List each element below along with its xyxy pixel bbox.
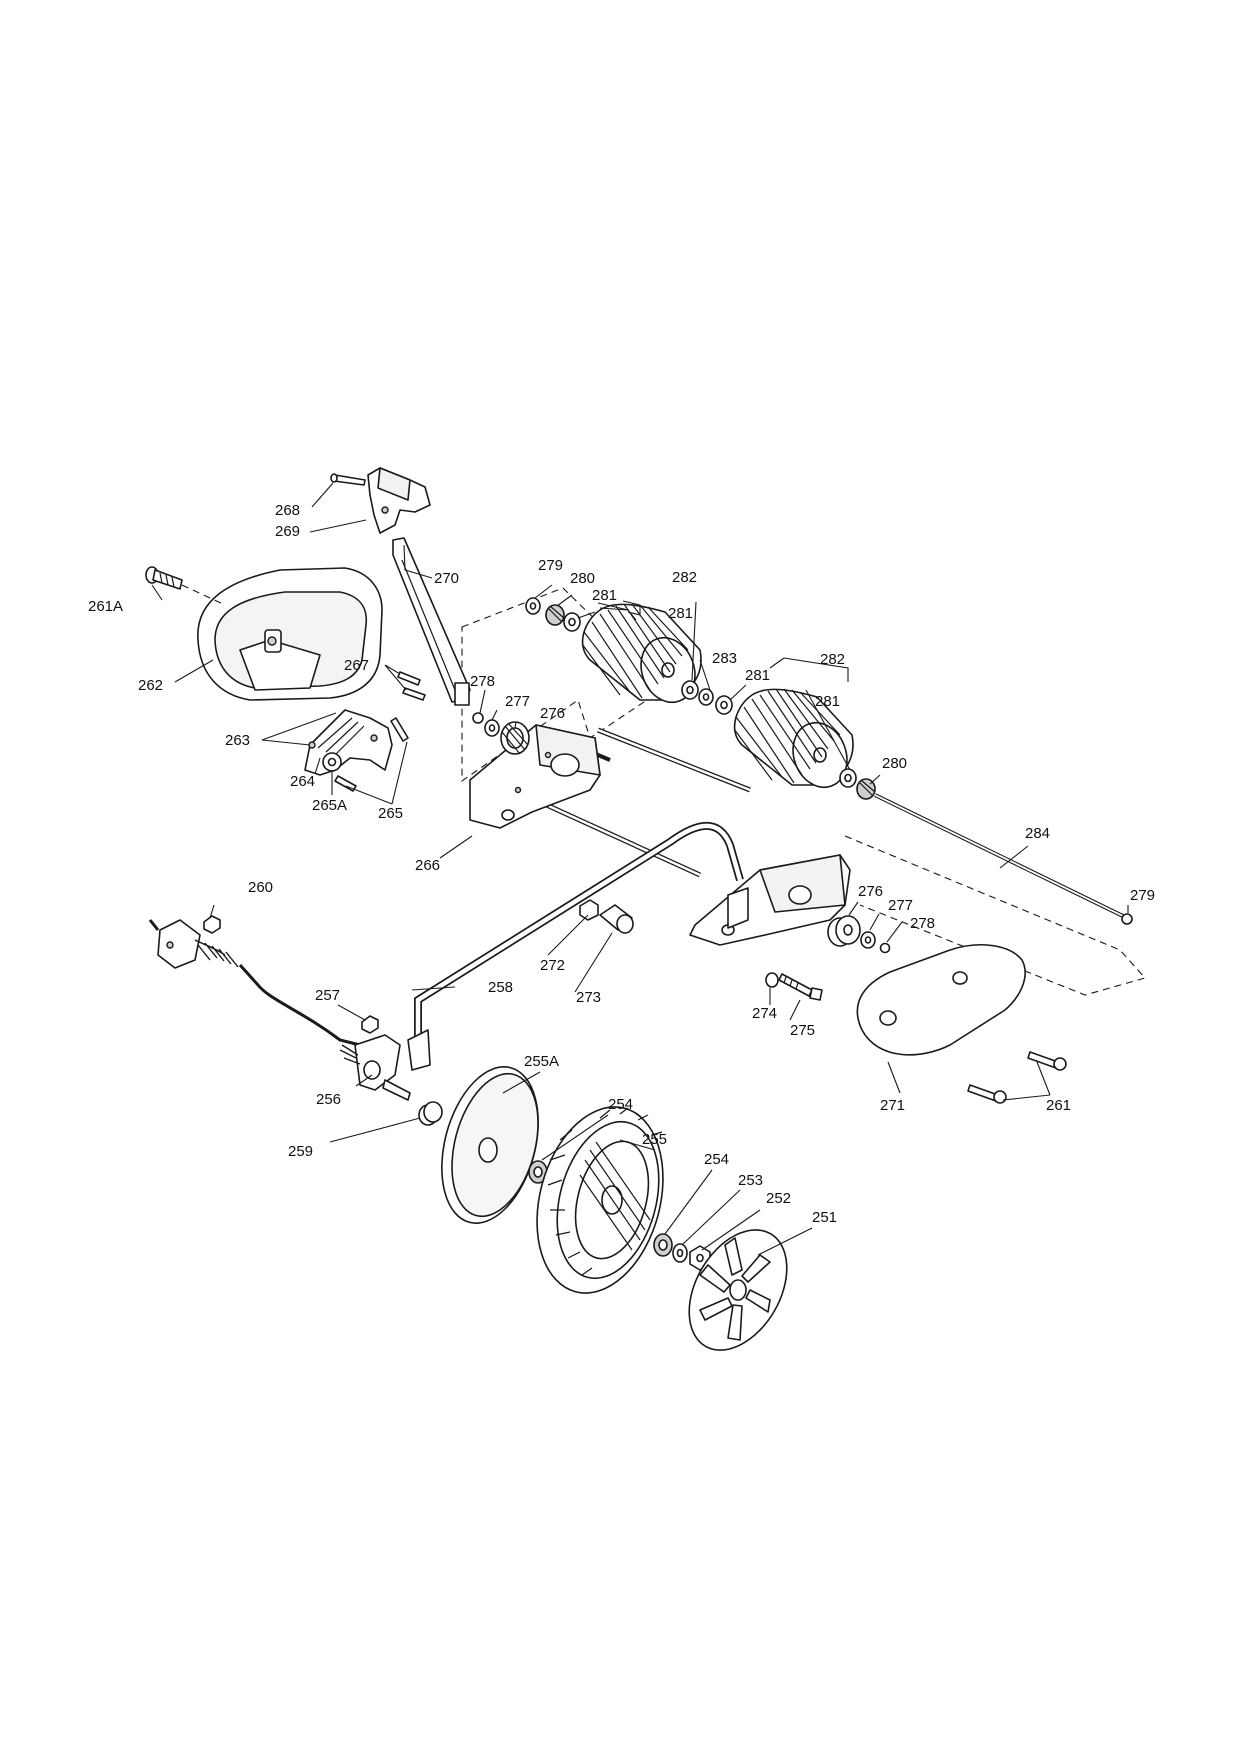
bushing-281-b <box>681 680 699 700</box>
callout-276-left: 276 <box>540 705 565 722</box>
callout-280-left: 280 <box>570 570 595 587</box>
washer-279-left <box>525 597 541 615</box>
gear-276-left <box>500 721 530 755</box>
bearing-254-inner <box>528 1160 548 1184</box>
screw-268 <box>330 473 366 486</box>
height-adjust-handle-258 <box>407 821 744 1071</box>
callout-260: 260 <box>248 879 273 896</box>
callout-258: 258 <box>488 979 513 996</box>
callout-279-right: 279 <box>1130 887 1155 904</box>
left-height-bracket-266 <box>469 724 601 829</box>
callout-281-b: 281 <box>668 605 693 622</box>
callout-256: 256 <box>316 1091 341 1108</box>
callout-283: 283 <box>712 650 737 667</box>
left-wheel-cover-262 <box>197 567 383 701</box>
callout-277-right: 277 <box>888 897 913 914</box>
screw-261A <box>145 566 183 590</box>
screws-267 <box>397 671 426 701</box>
leader-lines <box>151 482 1129 1256</box>
callout-267: 267 <box>344 657 369 674</box>
frame-rod-assembly <box>538 727 751 878</box>
screws-265 <box>334 717 409 792</box>
callout-265: 265 <box>378 805 403 822</box>
callout-254-outer: 254 <box>704 1151 729 1168</box>
assembly-outline-right <box>844 835 1146 996</box>
callout-265A: 265A <box>312 797 347 814</box>
callout-269: 269 <box>275 523 300 540</box>
callout-255A: 255A <box>524 1053 559 1070</box>
bushing-281-c <box>715 695 733 715</box>
callout-268: 268 <box>275 502 300 519</box>
callout-252: 252 <box>766 1190 791 1207</box>
callout-271: 271 <box>880 1097 905 1114</box>
right-wheel-cover-271 <box>856 944 1026 1056</box>
bushing-273 <box>599 904 634 934</box>
nut-278-right <box>879 942 891 954</box>
right-height-bracket <box>689 854 851 946</box>
callout-254-inner: 254 <box>608 1096 633 1113</box>
spring-280-left <box>545 604 565 626</box>
callout-284: 284 <box>1025 825 1050 842</box>
pivot-bracket-256 <box>339 1034 411 1101</box>
callout-278-right: 278 <box>910 915 935 932</box>
nut-257 <box>361 1015 379 1034</box>
axle-rod-284 <box>874 793 1133 925</box>
washer-253 <box>672 1243 688 1263</box>
gear-276-right <box>827 915 861 947</box>
callout-274: 274 <box>752 1005 777 1022</box>
callout-261: 261 <box>1046 1097 1071 1114</box>
spring-cable-assembly <box>148 919 361 1047</box>
height-lever-plate-270 <box>392 537 471 706</box>
callout-259: 259 <box>288 1143 313 1160</box>
bushing-281-d <box>839 768 857 788</box>
nut-278-left <box>472 712 484 724</box>
callout-275: 275 <box>790 1022 815 1039</box>
callout-278-left: 278 <box>470 673 495 690</box>
callout-263: 263 <box>225 732 250 749</box>
screws-261 <box>967 1051 1067 1104</box>
callout-261A: 261A <box>88 598 123 615</box>
callout-281-c: 281 <box>745 667 770 684</box>
callout-273: 273 <box>576 989 601 1006</box>
callout-270: 270 <box>434 570 459 587</box>
hub-cap-251 <box>688 1229 788 1351</box>
bushing-281-a <box>563 612 581 632</box>
wheel-255 <box>536 1106 664 1294</box>
callout-264: 264 <box>290 773 315 790</box>
callout-282-upper: 282 <box>672 569 697 586</box>
callout-281-d: 281 <box>815 693 840 710</box>
washer-265A <box>322 752 342 772</box>
callout-282-lower: 282 <box>820 651 845 668</box>
callout-272: 272 <box>540 957 565 974</box>
callout-262: 262 <box>138 677 163 694</box>
washer-277-left <box>484 719 500 737</box>
callout-253: 253 <box>738 1172 763 1189</box>
bearing-254-outer <box>653 1233 673 1257</box>
callout-277-left: 277 <box>505 693 530 710</box>
nut-272 <box>579 899 599 921</box>
washer-277-right <box>860 931 876 949</box>
callout-255: 255 <box>642 1131 667 1148</box>
roller-282-upper <box>581 603 702 704</box>
callout-266: 266 <box>415 857 440 874</box>
spacer-259 <box>418 1101 443 1126</box>
callout-labels: 268 269 270 261A 262 267 263 264 265 265… <box>88 502 1155 1226</box>
bolt-275 <box>778 973 823 1001</box>
callout-251: 251 <box>812 1209 837 1226</box>
callout-279-left: 279 <box>538 557 563 574</box>
washer-274 <box>765 972 779 988</box>
callout-281-a: 281 <box>592 587 617 604</box>
height-lever-269 <box>367 467 431 534</box>
callout-276-right: 276 <box>858 883 883 900</box>
nut-260 <box>203 915 221 934</box>
callout-280-right: 280 <box>882 755 907 772</box>
spacer-283 <box>698 688 714 706</box>
callout-257: 257 <box>315 987 340 1004</box>
wheel-gear-cover-255A <box>441 1066 539 1224</box>
